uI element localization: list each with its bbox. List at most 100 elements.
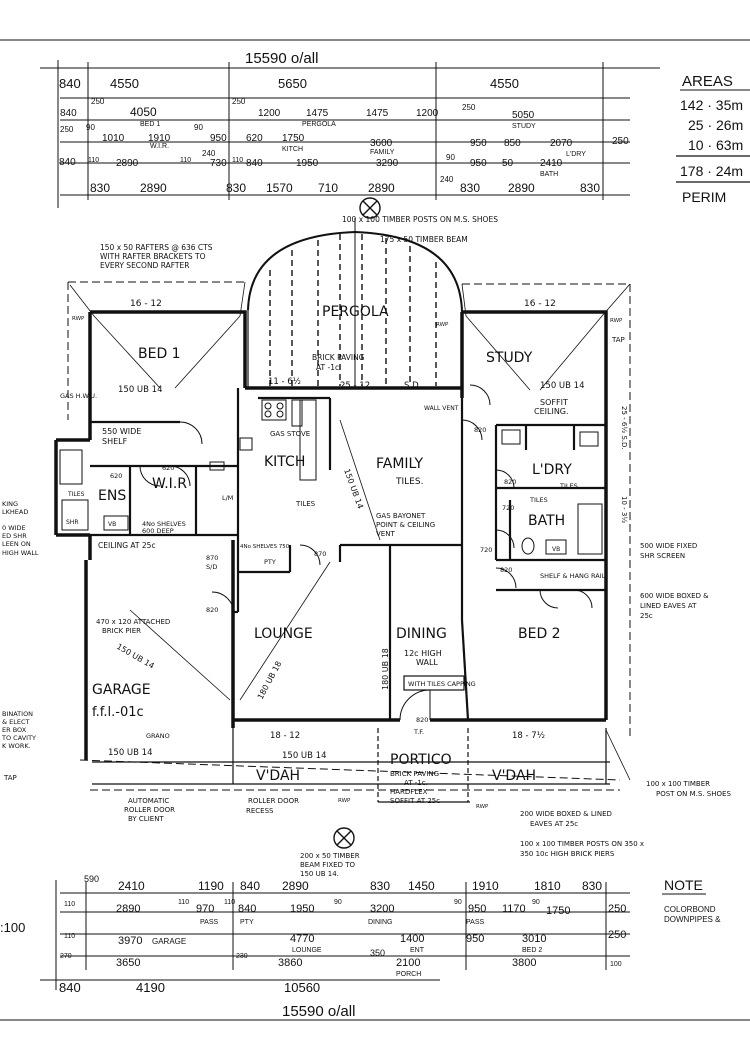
dim: 3290: [376, 158, 399, 169]
note-door: 720: [502, 504, 514, 512]
dim-label: W.I.R.: [150, 143, 169, 150]
note-portico: AT -1c.: [404, 779, 428, 787]
note-span: 18 - 12: [270, 731, 300, 741]
dim: 230: [236, 953, 248, 960]
room-label-family-tiles: TILES.: [395, 477, 423, 487]
dim: 5050: [512, 110, 535, 121]
note-posts-top: 100 x 100 TIMBER POSTS ON M.S. SHOES: [342, 215, 498, 224]
note-left: K WORK.: [2, 742, 31, 750]
note-wall: 12c HIGH: [404, 649, 442, 658]
note-shelf: SHELF: [102, 437, 128, 446]
dim: 110: [224, 899, 235, 906]
note-line: DOWNPIPES &: [664, 915, 721, 924]
note-ub: 150 UB 14: [108, 748, 153, 758]
note-shr: SHR SCREEN: [640, 552, 685, 560]
note-left: LEEN ON: [2, 540, 31, 548]
dim-label: ENT: [410, 947, 425, 954]
top-dims-row3: 250 90 1010 W.I.R. 1910 90 950 620 1750 …: [60, 123, 629, 158]
note-grano: GRANO: [146, 732, 170, 740]
note-recess: ROLLER DOOR: [248, 797, 299, 805]
dim: 840: [60, 108, 77, 119]
dim: 830: [580, 181, 600, 195]
dim: 840: [240, 879, 260, 893]
dim: 1750: [546, 905, 570, 917]
dim: 2890: [282, 879, 309, 893]
dim: 950: [466, 933, 484, 945]
dim: 1750: [282, 133, 305, 144]
dim: 2890: [116, 903, 140, 915]
bottom-dims-row4: 270 3650 230 3860 350 2100 PORCH 3800 10…: [60, 948, 622, 978]
room-labels: BED 1 PERGOLA STUDY KITCH FAMILY TILES. …: [92, 304, 572, 784]
dim: 5650: [278, 76, 307, 91]
dim: 950: [470, 158, 487, 169]
note-recess: RECESS: [246, 807, 274, 815]
room-label-dining: DINING: [396, 626, 447, 642]
note-shr: SHR: [66, 519, 79, 526]
dim: 250: [91, 97, 105, 106]
note-pty: PTY: [264, 558, 276, 566]
room-label-bed2: BED 2: [518, 626, 561, 642]
note-ub: 180 UB 18: [256, 660, 284, 701]
dim: 840: [59, 76, 81, 91]
dim: 1950: [290, 903, 314, 915]
note-soffit: SOFFIT: [540, 398, 568, 407]
room-label-kitch: KITCH: [264, 454, 305, 470]
note-wall-vent: WALL VENT: [424, 405, 459, 412]
dim-label: KITCH: [282, 146, 303, 153]
note-gas-stove: GAS STOVE: [270, 430, 310, 438]
note-door: 870: [314, 550, 326, 558]
note-sd: S.D.: [404, 381, 421, 391]
dim: 2890: [368, 181, 395, 195]
areas-table: AREAS 142 · 35m 25 · 26m 10 · 63m 178 · …: [676, 73, 750, 205]
dim: 590: [84, 874, 99, 884]
dim-label: GARAGE: [152, 937, 186, 946]
note-door: 620: [110, 472, 122, 480]
note-left: LKHEAD: [2, 508, 28, 516]
note-title: NOTE: [664, 877, 703, 893]
ceiling-hip-lines: [69, 281, 631, 781]
scale-label: :100: [0, 920, 25, 935]
note-roller-door: ROLLER DOOR: [124, 806, 175, 814]
dim-label: BED 1: [140, 121, 160, 128]
dim: 970: [196, 903, 214, 915]
dim: 110: [64, 933, 75, 940]
note-gas-hwu: GAS H.W.U.: [60, 392, 97, 400]
dim: 10560: [284, 980, 320, 995]
note-tiles: TILES: [67, 491, 85, 498]
dim: 250: [608, 929, 626, 941]
note-paving: AT -1c: [316, 363, 339, 372]
note-ub: 150 UB 14: [540, 381, 585, 391]
dim: 2890: [140, 181, 167, 195]
note-portico: BRICK PAVING: [390, 770, 439, 778]
room-label-study: STUDY: [486, 350, 533, 366]
dim: 250: [60, 125, 74, 134]
dim: 1570: [266, 181, 293, 195]
dim: 950: [470, 138, 487, 149]
note-left: ER BOX: [2, 726, 27, 734]
note-tap: TAP: [3, 774, 17, 782]
note-eaves: 25c: [640, 612, 653, 620]
note-shelves: 4No SHELVES: [142, 520, 186, 528]
dim: 3860: [278, 957, 302, 969]
dim: 1200: [416, 108, 439, 119]
dim: 90: [532, 899, 540, 906]
note-eaves: EAVES AT 25c: [530, 820, 578, 828]
dim: 250: [232, 97, 246, 106]
dim: 3200: [370, 903, 394, 915]
note-pier: 470 x 120 ATTACHED: [96, 618, 170, 626]
note-ub: 150 UB 14: [115, 642, 156, 671]
note-eaves: LINED EAVES AT: [640, 602, 697, 610]
dim: 2890: [508, 181, 535, 195]
note-left: HIGH WALL: [2, 549, 39, 557]
note-dim-right: 25 - 6½ S.D.: [620, 406, 628, 450]
dim: 2410: [540, 158, 563, 169]
dim: 4550: [490, 76, 519, 91]
dim: 240: [202, 149, 216, 158]
note-hang-rail: SHELF & HANG RAIL: [540, 572, 606, 580]
dim: 840: [238, 903, 256, 915]
area-value: 10 · 63m: [688, 137, 743, 153]
note-span: 25 - 12: [340, 381, 370, 391]
dim: 4770: [290, 933, 314, 945]
dim: 1170: [502, 903, 526, 915]
